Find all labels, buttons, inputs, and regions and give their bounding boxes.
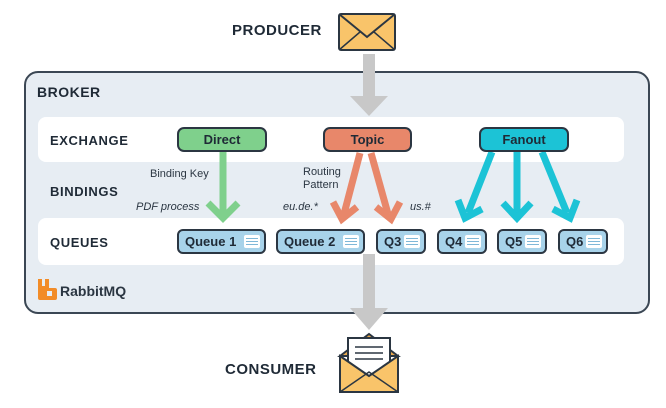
queue-6: Q6	[558, 229, 608, 254]
queue-list-icon	[343, 235, 359, 248]
queue-3: Q3	[376, 229, 426, 254]
topic-to-q3-arrow	[367, 152, 404, 225]
queue-5-label: Q5	[505, 234, 523, 249]
queue-1-label: Queue 1	[185, 234, 237, 249]
fanout-to-q5-arrow	[500, 152, 534, 224]
queue-to-consumer-arrow	[350, 254, 388, 330]
queue-4: Q4	[437, 229, 487, 254]
open-envelope-letter-icon	[337, 332, 401, 393]
fanout-to-q4-arrow	[454, 150, 496, 223]
us-binding: us.#	[410, 201, 431, 213]
queue-6-label: Q6	[566, 234, 584, 249]
producer-label: PRODUCER	[232, 22, 322, 39]
queue-list-icon	[465, 235, 481, 248]
broker-container	[24, 71, 650, 314]
fanout-to-q6-arrow	[538, 150, 581, 223]
producer-to-topic-arrow	[350, 54, 388, 116]
queue-1: Queue 1	[177, 229, 266, 254]
queue-list-icon	[586, 235, 602, 248]
pdf-process-binding: PDF process	[136, 201, 200, 213]
queue-2: Queue 2	[276, 229, 365, 254]
bindings-row-label: BINDINGS	[50, 184, 119, 199]
queue-list-icon	[404, 235, 420, 248]
rabbitmq-brand-label: RabbitMQ	[60, 283, 127, 299]
exchange-row-label: EXCHANGE	[50, 133, 129, 148]
queues-row-label: QUEUES	[50, 235, 109, 250]
direct-to-queue1-arrow	[205, 152, 241, 223]
queue-list-icon	[525, 235, 541, 248]
topic-exchange: Topic	[323, 127, 412, 152]
queue-list-icon	[244, 235, 260, 248]
rabbitmq-logo-icon	[38, 279, 57, 300]
binding-key-label: Binding Key	[150, 168, 209, 180]
queue-3-label: Q3	[384, 234, 402, 249]
direct-exchange: Direct	[177, 127, 267, 152]
broker-label: BROKER	[37, 84, 101, 100]
routing-pattern-label-line1: Routing	[303, 166, 341, 178]
topic-to-queue2-arrow	[329, 152, 364, 225]
routing-pattern-label-line2: Pattern	[303, 179, 339, 191]
fanout-exchange: Fanout	[479, 127, 569, 152]
envelope-icon	[338, 13, 396, 51]
queue-4-label: Q4	[445, 234, 463, 249]
queue-5: Q5	[497, 229, 547, 254]
queue-2-label: Queue 2	[284, 234, 336, 249]
eu-de-binding: eu.de.*	[283, 201, 318, 213]
consumer-label: CONSUMER	[225, 361, 317, 378]
